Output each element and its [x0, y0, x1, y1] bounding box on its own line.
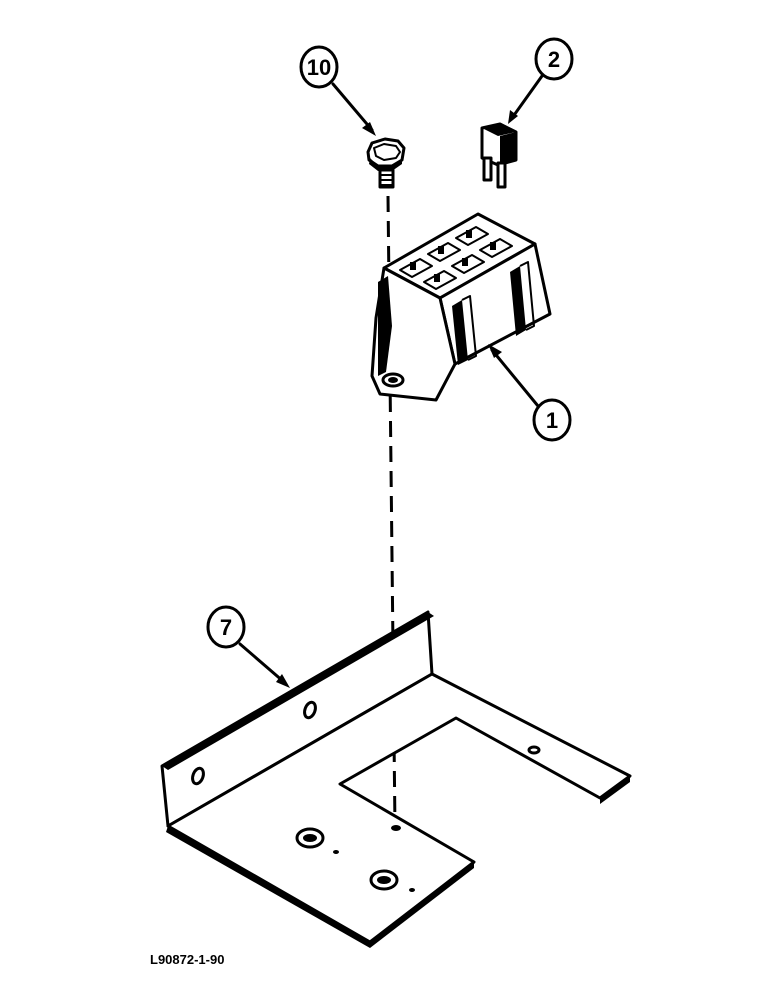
blade-fuse-part-2 — [480, 122, 518, 189]
callout-7: 7 — [206, 605, 290, 688]
callout-2: 2 — [508, 37, 574, 124]
mounting-bracket-part-7 — [160, 610, 632, 948]
drawing-reference-code: L90872-1-90 — [150, 952, 224, 967]
callout-label-7: 7 — [220, 615, 232, 640]
callout-label-2: 2 — [548, 47, 560, 72]
callout-10: 10 — [299, 45, 376, 136]
fuse-holder-part-1 — [370, 212, 552, 402]
callout-label-1: 1 — [546, 408, 558, 433]
flange-bolt-part-10 — [366, 137, 406, 189]
callout-label-10: 10 — [307, 55, 331, 80]
callout-1: 1 — [488, 344, 572, 442]
